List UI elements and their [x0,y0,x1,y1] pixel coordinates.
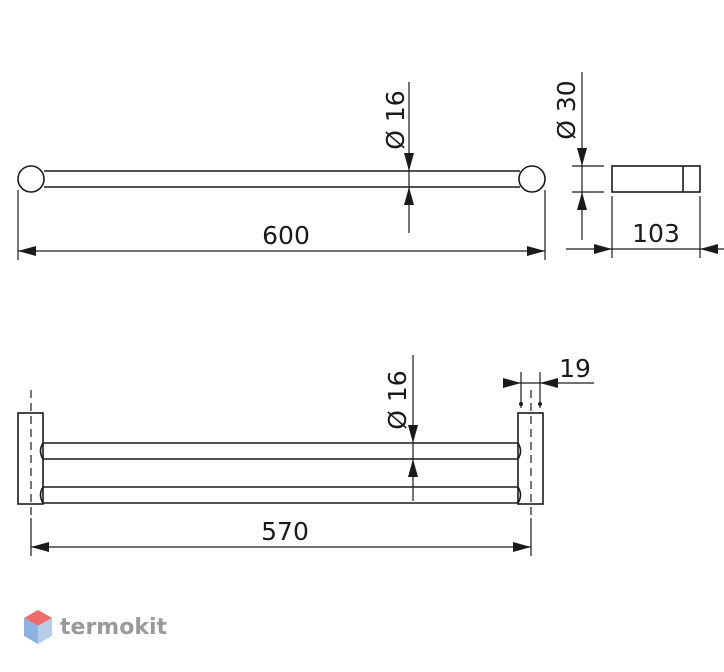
front-diameter-arrow-down [408,425,418,443]
side-depth-label: 103 [632,219,680,248]
side-diameter-label: Ø 30 [552,80,581,139]
front-diameter-arrow-up [408,459,418,477]
top-view: 600 Ø 16 [17,82,546,260]
front-length-label: 570 [261,517,309,546]
front-view: Ø 16 19 570 [17,354,594,556]
side-view: Ø 30 103 [552,72,724,258]
front-length-arrow-right [513,542,531,552]
logo-cube-left [24,618,38,644]
top-length-arrow-right [527,246,545,256]
top-right-end-cap [518,165,546,193]
side-depth-arrow-right [700,244,718,254]
side-diameter-arrow-up [577,192,587,210]
front-lower-bar [39,486,522,504]
logo-cube-right [38,618,52,644]
side-depth-arrow-left [594,244,612,254]
top-diameter-arrow-up [404,187,414,205]
side-diameter-arrow-down [577,148,587,166]
front-offset-dot-right [538,402,542,406]
top-length-arrow-left [18,246,36,256]
side-bracket-outline [611,165,701,193]
front-diameter-label: Ø 16 [383,370,412,429]
termokit-logo: termokit [24,610,167,644]
front-offset-arrow-left [540,378,558,388]
front-offset-arrow-right [503,378,521,388]
top-length-label: 600 [262,221,310,250]
front-offset-dot-left [519,402,523,406]
logo-text: termokit [60,615,167,640]
front-offset-label: 19 [559,354,591,383]
front-upper-bar [39,442,522,460]
top-diameter-arrow-down [404,153,414,171]
front-length-arrow-left [31,542,49,552]
top-left-end-cap [17,165,45,193]
top-diameter-label: Ø 16 [381,90,410,149]
